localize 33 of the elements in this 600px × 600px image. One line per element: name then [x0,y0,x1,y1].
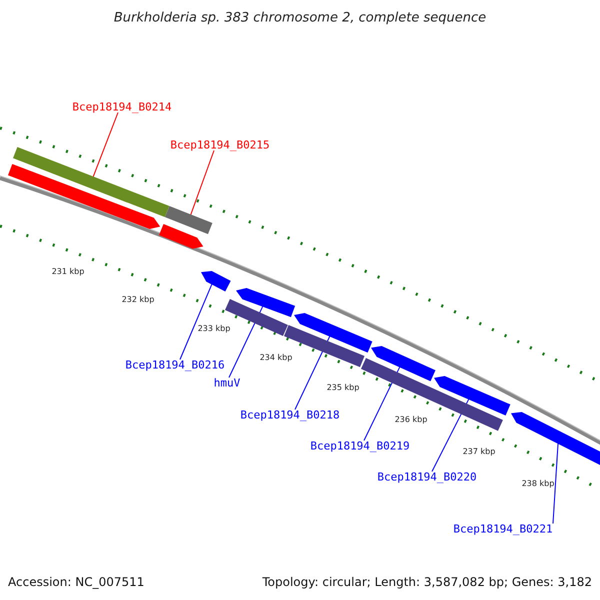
accession-text: Accession: NC_007511 [8,576,144,588]
leader-line [92,112,118,178]
tick-label: 234 kbp [260,354,292,362]
gene-label: Bcep18194_B0218 [240,410,340,420]
tick-label: 236 kbp [394,416,428,424]
map-title: Burkholderia sp. 383 chromosome 2, complete sequence [114,12,486,24]
leader-line [190,150,214,216]
leader-line [180,283,213,360]
gene-feature [201,270,231,292]
gene-label: Bcep18194_B0221 [453,524,553,534]
sequence-info-text: Topology: circular; Length: 3,587,082 bp; Genes: 3,182 [262,576,592,588]
gene-feature [8,164,160,230]
cog-bar [12,147,170,218]
gene-label: Bcep18194_B0219 [310,440,410,452]
cog-bar [360,358,502,430]
gene-feature [294,312,372,353]
cog-bar [164,206,212,235]
tick-label: 233 kbp [198,325,230,333]
tick-label: 237 kbp [462,448,496,456]
leader-line [552,442,559,524]
gene-label: Bcep18194_B0216 [125,360,225,370]
tick-label: 231 kbp [52,268,84,276]
gene-feature [371,346,436,382]
tick-label: 232 kbp [122,296,154,304]
gene-label: Bcep18194_B0214 [72,102,172,112]
tick-label: 238 kbp [522,480,554,488]
gene-label: Bcep18194_B0220 [377,472,477,482]
gene-label: Bcep18194_B0215 [170,140,270,150]
gene-feature [236,288,296,318]
tick-label: 235 kbp [326,384,360,392]
gene-label: hmuV [214,378,240,388]
gene-feature [434,376,510,416]
gene-feature [158,224,203,250]
